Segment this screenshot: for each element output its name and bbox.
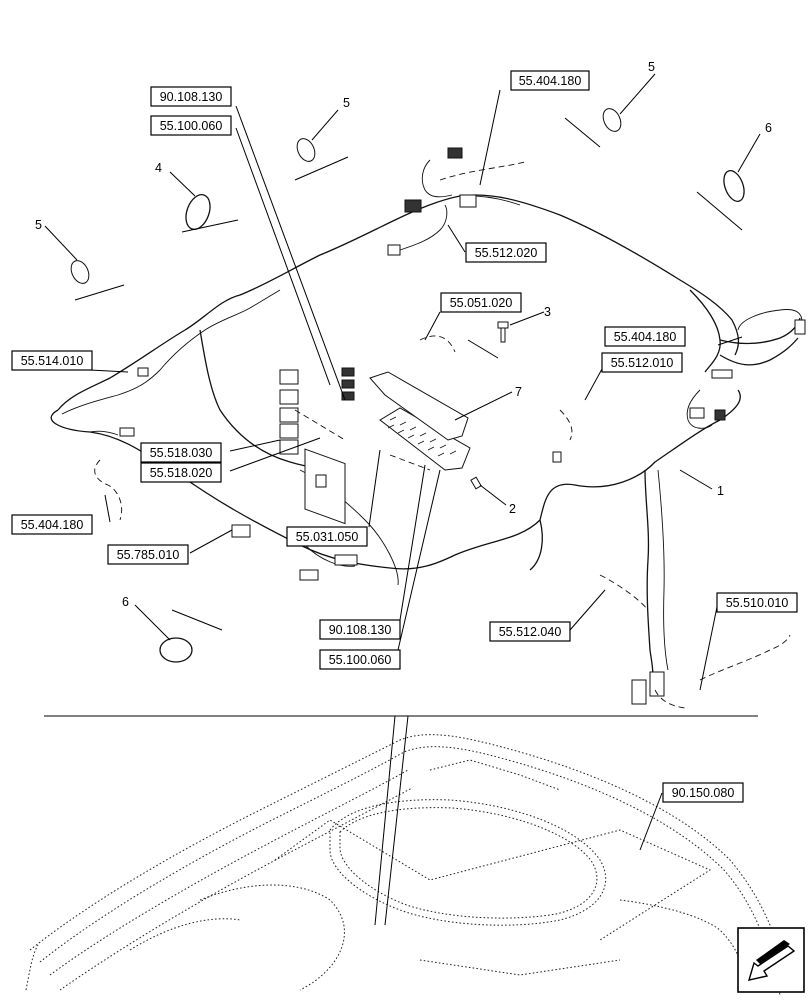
callout-4: 4 bbox=[155, 161, 162, 175]
svg-text:55.512.010: 55.512.010 bbox=[611, 356, 674, 370]
svg-text:55.031.050: 55.031.050 bbox=[296, 530, 359, 544]
clips bbox=[70, 108, 745, 663]
ref-55-510-010: 55.510.010 bbox=[716, 592, 798, 613]
bracket bbox=[369, 371, 469, 441]
ref-55-518-030: 55.518.030 bbox=[140, 442, 222, 463]
svg-text:55.518.020: 55.518.020 bbox=[150, 466, 213, 480]
svg-text:55.100.060: 55.100.060 bbox=[160, 119, 223, 133]
ref-55-404-180-right: 55.404.180 bbox=[604, 326, 686, 347]
svg-text:55.404.180: 55.404.180 bbox=[519, 74, 582, 88]
ref-55-514-010: 55.514.010 bbox=[11, 350, 93, 371]
connectors bbox=[119, 147, 806, 705]
svg-text:55.512.040: 55.512.040 bbox=[499, 625, 562, 639]
section-lines bbox=[44, 117, 791, 717]
svg-text:55.514.010: 55.514.010 bbox=[21, 354, 84, 368]
ref-55-404-180-top: 55.404.180 bbox=[510, 70, 590, 91]
callout-5-right: 5 bbox=[648, 60, 655, 74]
callout-7: 7 bbox=[515, 385, 522, 399]
svg-text:55.404.180: 55.404.180 bbox=[21, 518, 84, 532]
callout-6-right: 6 bbox=[765, 121, 772, 135]
cab-roof bbox=[25, 734, 791, 996]
ref-55-512-020: 55.512.020 bbox=[465, 242, 547, 263]
callout-6-bottom: 6 bbox=[122, 595, 129, 609]
leaders bbox=[44, 73, 761, 926]
ref-55-100-060-top: 55.100.060 bbox=[150, 115, 232, 136]
ref-55-404-180-left: 55.404.180 bbox=[11, 514, 93, 535]
callout-1: 1 bbox=[717, 484, 724, 498]
screw-3 bbox=[497, 321, 509, 343]
ref-55-512-010: 55.512.010 bbox=[601, 352, 683, 373]
svg-text:90.150.080: 90.150.080 bbox=[672, 786, 735, 800]
svg-text:55.785.010: 55.785.010 bbox=[117, 548, 180, 562]
ref-55-100-060-bottom: 55.100.060 bbox=[319, 649, 401, 670]
callout-3: 3 bbox=[544, 305, 551, 319]
callout-5-left: 5 bbox=[35, 218, 42, 232]
callout-numbers: 1 2 3 4 5 5 5 6 6 7 bbox=[35, 60, 772, 609]
arrow-icon[interactable] bbox=[737, 927, 805, 993]
ref-55-051-020: 55.051.020 bbox=[440, 292, 522, 313]
ref-55-512-040: 55.512.040 bbox=[489, 621, 571, 642]
ref-90-108-130-bottom: 90.108.130 bbox=[319, 619, 401, 640]
ref-55-785-010: 55.785.010 bbox=[107, 544, 189, 565]
svg-text:55.404.180: 55.404.180 bbox=[614, 330, 677, 344]
cable-tie-4 bbox=[185, 194, 211, 230]
callout-2: 2 bbox=[509, 502, 516, 516]
svg-text:55.518.030: 55.518.030 bbox=[150, 446, 213, 460]
svg-text:55.512.020: 55.512.020 bbox=[475, 246, 538, 260]
ref-55-031-050: 55.031.050 bbox=[286, 526, 368, 547]
ref-55-518-020: 55.518.020 bbox=[140, 462, 222, 483]
svg-text:90.108.130: 90.108.130 bbox=[329, 623, 392, 637]
svg-text:90.108.130: 90.108.130 bbox=[160, 90, 223, 104]
svg-text:55.100.060: 55.100.060 bbox=[329, 653, 392, 667]
relay-bank bbox=[279, 367, 355, 525]
svg-text:55.051.020: 55.051.020 bbox=[450, 296, 513, 310]
ref-90-108-130-top: 90.108.130 bbox=[150, 86, 232, 107]
svg-text:55.510.010: 55.510.010 bbox=[726, 596, 789, 610]
ref-90-150-080: 90.150.080 bbox=[662, 782, 744, 803]
callout-5-mid: 5 bbox=[343, 96, 350, 110]
